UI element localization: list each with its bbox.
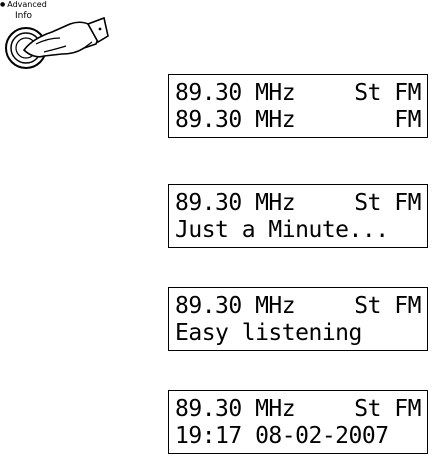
lcd-line-1: 89.30 MHz St FM <box>175 395 421 423</box>
stereo-fm-indicator: St FM <box>354 190 421 216</box>
lcd-line-1: 89.30 MHz St FM <box>175 292 421 320</box>
frequency-text: 89.30 MHz <box>175 190 295 216</box>
frequency-text: 89.30 MHz <box>175 80 295 106</box>
lcd-display-2: 89.30 MHz St FM Just a Minute... <box>168 184 428 248</box>
stereo-fm-indicator: St FM <box>354 80 421 106</box>
stereo-fm-indicator: St FM <box>354 293 421 319</box>
lcd-line-2: Easy listening <box>175 319 421 347</box>
lcd-line-1: 89.30 MHz St FM <box>175 79 421 107</box>
stereo-fm-indicator: St FM <box>354 396 421 422</box>
lcd-display-3: 89.30 MHz St FM Easy listening <box>168 287 428 351</box>
frequency-text: 89.30 MHz <box>175 396 295 422</box>
frequency-text: 89.30 MHz <box>175 107 295 133</box>
lcd-line-2: 19:17 08-02-2007 <box>175 422 421 450</box>
advanced-caption: Advanced <box>0 0 47 9</box>
lcd-display-4: 89.30 MHz St FM 19:17 08-02-2007 <box>168 390 428 454</box>
lcd-line-1: 89.30 MHz St FM <box>175 189 421 217</box>
lcd-line-2: 89.30 MHz FM <box>175 106 421 134</box>
lcd-display-1: 89.30 MHz St FM 89.30 MHz FM <box>168 74 428 138</box>
hand-press-button-icon <box>0 14 110 72</box>
time-date-text: 19:17 08-02-2007 <box>175 423 389 449</box>
advanced-info-button-illustration: Advanced Info <box>0 0 110 72</box>
frequency-text: 89.30 MHz <box>175 293 295 319</box>
fm-indicator: FM <box>394 107 421 133</box>
lcd-line-2: Just a Minute... <box>175 216 421 244</box>
radio-text: Just a Minute... <box>175 217 389 243</box>
program-type-text: Easy listening <box>175 320 362 346</box>
